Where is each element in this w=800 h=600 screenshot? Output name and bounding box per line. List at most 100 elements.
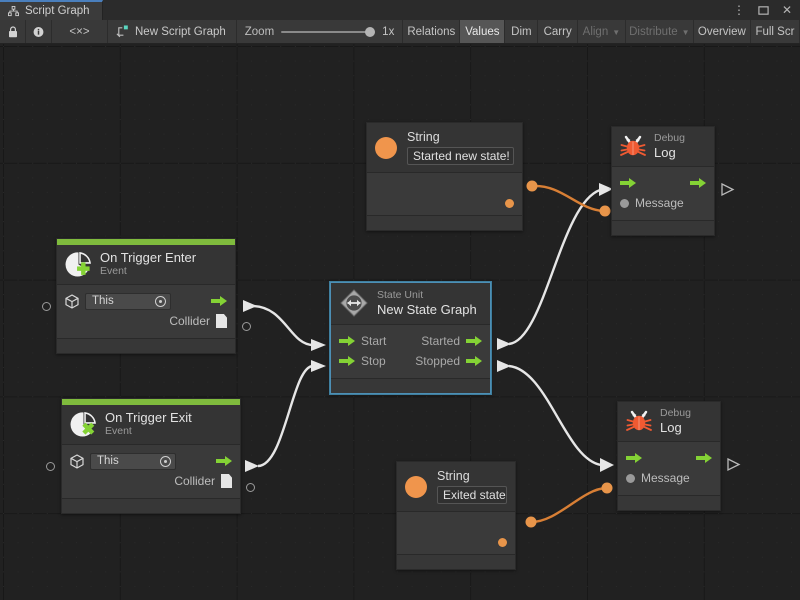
node-debug-log-bottom-body: Message (618, 442, 720, 495)
node-on-trigger-enter-footer (57, 338, 235, 353)
zoom-slider-knob[interactable] (365, 26, 376, 37)
tab-script-graph[interactable]: Script Graph (0, 0, 103, 20)
string-bottom-output-port[interactable] (498, 537, 507, 547)
node-on-trigger-enter-accent (57, 239, 235, 245)
node-string-bottom-body (397, 512, 515, 554)
debug-log-bottom-flow-out-port[interactable] (696, 453, 712, 463)
debug-log-bottom-flow-row (626, 448, 712, 468)
on-trigger-enter-target-value: This (92, 295, 114, 307)
node-on-trigger-exit-body: This Collider (62, 445, 240, 498)
graph-name-label: New Script Graph (135, 25, 226, 38)
on-trigger-exit-collider-row: Collider (70, 471, 232, 491)
on-trigger-exit-flow-out-port[interactable] (216, 456, 232, 466)
close-icon[interactable]: ✕ (781, 3, 793, 17)
node-string-bottom[interactable]: String Exited state (396, 461, 516, 570)
node-on-trigger-exit-subtitle: Event (105, 425, 132, 437)
debug-log-top-message-label: Message (635, 196, 684, 210)
on-trigger-enter-flow-out-port[interactable] (211, 296, 227, 306)
on-trigger-enter-collider-out-port[interactable] (242, 322, 251, 331)
string-value-input[interactable]: Started new state! (407, 147, 514, 165)
toolbar-button-align-label: Align (582, 25, 609, 38)
node-on-trigger-exit[interactable]: On Trigger Exit Event This (61, 398, 241, 514)
state-unit-stop-row: Stop Stopped (339, 351, 482, 371)
node-on-trigger-exit-header: On Trigger Exit Event (62, 405, 240, 445)
graph-canvas[interactable]: String Started new state! (0, 44, 800, 600)
on-trigger-exit-target-row: This (70, 451, 232, 471)
zoom-value: 1x (382, 25, 395, 38)
state-unit-stopped-out-port[interactable] (466, 356, 482, 366)
node-string-top-header: String Started new state! (367, 123, 522, 173)
node-debug-log-bottom-title: Log (660, 420, 682, 435)
debug-log-bottom-flow-in-port[interactable] (626, 453, 642, 463)
toolbar-button-distribute-label: Distribute (629, 25, 678, 38)
event-enter-icon (65, 251, 92, 278)
bug-icon (626, 409, 652, 433)
on-trigger-enter-target-field[interactable]: This (85, 292, 171, 310)
gameobject-icon (65, 293, 79, 309)
string-value-input[interactable]: Exited state (437, 486, 507, 504)
state-unit-start-in-port[interactable] (339, 336, 355, 346)
toolbar-button-overview[interactable]: Overview (694, 20, 751, 43)
toolbar-button-dim[interactable]: Dim (505, 20, 539, 43)
on-trigger-exit-left-port[interactable] (46, 462, 55, 471)
node-state-unit[interactable]: State Unit New State Graph Start Started (330, 282, 491, 394)
zoom-slider[interactable] (281, 26, 376, 38)
debug-log-top-external-flow-stub[interactable] (721, 183, 735, 197)
node-string-top[interactable]: String Started new state! (366, 122, 523, 231)
gameobject-icon (70, 453, 84, 469)
debug-log-top-message-port[interactable] (620, 198, 629, 208)
on-trigger-enter-collider-row: Collider (65, 311, 227, 331)
object-picker-icon[interactable] (160, 455, 171, 467)
collider-doc-icon[interactable] (221, 474, 232, 488)
state-unit-stop-in-port[interactable] (339, 356, 355, 366)
more-options-icon[interactable]: ⋮ (733, 3, 745, 17)
lock-icon[interactable] (0, 20, 26, 43)
graph-name-field[interactable]: New Script Graph (108, 20, 237, 43)
chevron-down-icon: ▼ (681, 28, 690, 37)
toolbar-button-distribute[interactable]: Distribute ▼ (626, 20, 694, 43)
node-debug-log-top[interactable]: Debug Log Message (611, 126, 715, 236)
debug-log-top-flow-in-port[interactable] (620, 178, 636, 188)
node-string-bottom-footer (397, 554, 515, 569)
object-picker-icon[interactable] (155, 295, 166, 307)
state-unit-icon (339, 288, 369, 318)
debug-log-bottom-external-flow-stub[interactable] (727, 458, 741, 472)
on-trigger-exit-target-value: This (97, 455, 119, 467)
toolbar-button-align[interactable]: Align ▼ (578, 20, 626, 43)
state-unit-start-label: Start (361, 334, 387, 348)
toolbar-button-values[interactable]: Values (460, 20, 506, 43)
debug-log-top-flow-out-port[interactable] (690, 178, 706, 188)
node-on-trigger-enter-subtitle: Event (100, 265, 127, 277)
node-debug-log-top-header: Debug Log (612, 127, 714, 167)
chevron-down-icon: ▼ (612, 28, 621, 37)
maximize-icon[interactable] (756, 2, 770, 18)
node-string-top-title: String (407, 130, 440, 144)
info-icon[interactable] (26, 20, 52, 43)
state-unit-start-row: Start Started (339, 331, 482, 351)
debug-log-bottom-message-port[interactable] (626, 473, 635, 483)
toolbar-button-carry[interactable]: Carry (538, 20, 578, 43)
graph-icon (8, 5, 19, 17)
on-trigger-exit-target-field[interactable]: This (90, 452, 176, 470)
node-debug-log-top-body: Message (612, 167, 714, 220)
toolbar-button-relations[interactable]: Relations (403, 20, 461, 43)
graph-toolbar: <×> New Script Graph Zoom 1x Relations V… (0, 20, 800, 44)
node-on-trigger-exit-title: On Trigger Exit (105, 410, 192, 425)
node-debug-log-bottom[interactable]: Debug Log Message (617, 401, 721, 511)
on-trigger-enter-left-port[interactable] (42, 302, 51, 311)
node-debug-log-top-subtitle: Debug (654, 132, 685, 144)
node-on-trigger-enter-header: On Trigger Enter Event (57, 245, 235, 285)
on-trigger-enter-target-row: This (65, 291, 227, 311)
node-state-unit-title: New State Graph (377, 302, 477, 317)
toolbar-button-fullscreen[interactable]: Full Scr (751, 20, 800, 43)
collider-doc-icon[interactable] (216, 314, 227, 328)
string-top-output-port[interactable] (505, 198, 514, 208)
node-debug-log-top-title: Log (654, 145, 676, 160)
on-trigger-exit-collider-out-port[interactable] (246, 483, 255, 492)
node-on-trigger-enter[interactable]: On Trigger Enter Event This (56, 238, 236, 354)
state-unit-started-out-port[interactable] (466, 336, 482, 346)
script-code-button[interactable]: <×> (52, 20, 108, 43)
event-exit-icon (70, 411, 97, 438)
node-string-bottom-title: String (437, 469, 470, 483)
